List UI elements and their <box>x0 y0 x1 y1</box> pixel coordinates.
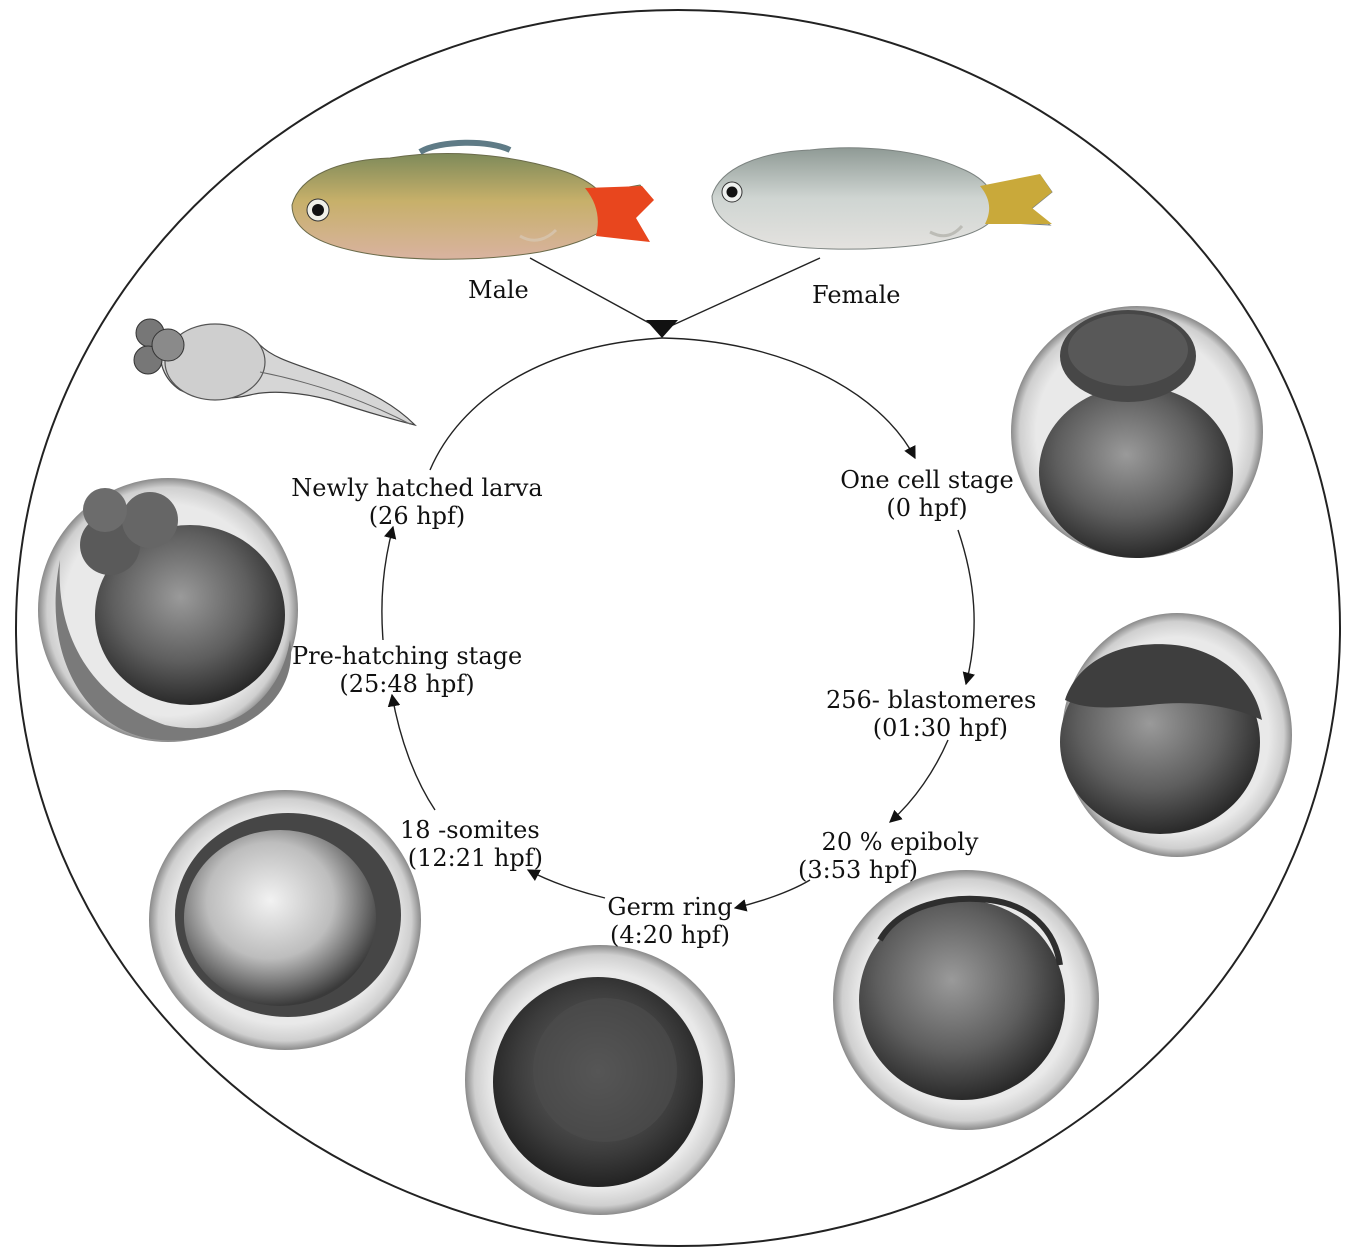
stage-time: (25:48 hpf) <box>292 670 522 698</box>
male-label: Male <box>468 276 529 304</box>
fertilization-arrowhead <box>646 320 678 338</box>
female-arrow-line <box>662 258 820 330</box>
stage-name: Pre-hatching stage <box>292 642 522 670</box>
stage-name: Newly hatched larva <box>282 474 552 502</box>
stage-time: (0 hpf) <box>832 494 1022 522</box>
cycle-arrow-onecell-to-256 <box>958 530 974 684</box>
newly-hatched-larva-image <box>134 319 415 425</box>
stage-label-one-cell: One cell stage (0 hpf) <box>832 466 1022 522</box>
stage-name: 18 -somites <box>385 816 555 844</box>
stage-label-newly-hatched-larva: Newly hatched larva (26 hpf) <box>282 474 552 530</box>
cycle-arrow-prehatch-to-larva <box>382 527 393 640</box>
stage-name: One cell stage <box>832 466 1022 494</box>
cycle-arrow-256-to-epiboly <box>890 740 948 822</box>
female-fish-image <box>712 148 1052 249</box>
stage-label-256-blastomeres: 256- blastomeres (01:30 hpf) <box>812 686 1042 742</box>
cycle-arc-larva-to-fert <box>430 338 662 470</box>
stage-label-epiboly-20: 20 % epiboly (3:53 hpf) <box>790 828 990 884</box>
somites-18-image <box>149 790 421 1050</box>
stage-name: Germ ring <box>590 893 750 921</box>
stage-time: (4:20 hpf) <box>590 921 750 949</box>
stage-time: (3:53 hpf) <box>790 856 990 884</box>
stage-time: (01:30 hpf) <box>812 714 1042 742</box>
one-cell-stage-image <box>1011 306 1263 558</box>
stage-name: 20 % epiboly <box>790 828 990 856</box>
germ-ring-image <box>465 945 735 1215</box>
male-arrow-line <box>530 258 662 330</box>
stage-time: (26 hpf) <box>282 502 552 530</box>
stage-label-germ-ring: Germ ring (4:20 hpf) <box>590 893 750 949</box>
stage-label-18-somites: 18 -somites (12:21 hpf) <box>385 816 555 872</box>
cycle-arrow-fert-to-onecell <box>662 338 915 458</box>
stage-name: 256- blastomeres <box>812 686 1042 714</box>
female-label: Female <box>812 281 901 309</box>
male-fish-image <box>292 143 654 260</box>
stage-time: (12:21 hpf) <box>385 844 555 872</box>
epiboly-20-image <box>833 870 1099 1130</box>
pre-hatching-stage-image <box>38 478 298 742</box>
cycle-arrow-somites-to-prehatch <box>392 695 435 810</box>
stage-label-pre-hatching: Pre-hatching stage (25:48 hpf) <box>292 642 522 698</box>
blastomeres-256-image <box>1060 613 1292 857</box>
